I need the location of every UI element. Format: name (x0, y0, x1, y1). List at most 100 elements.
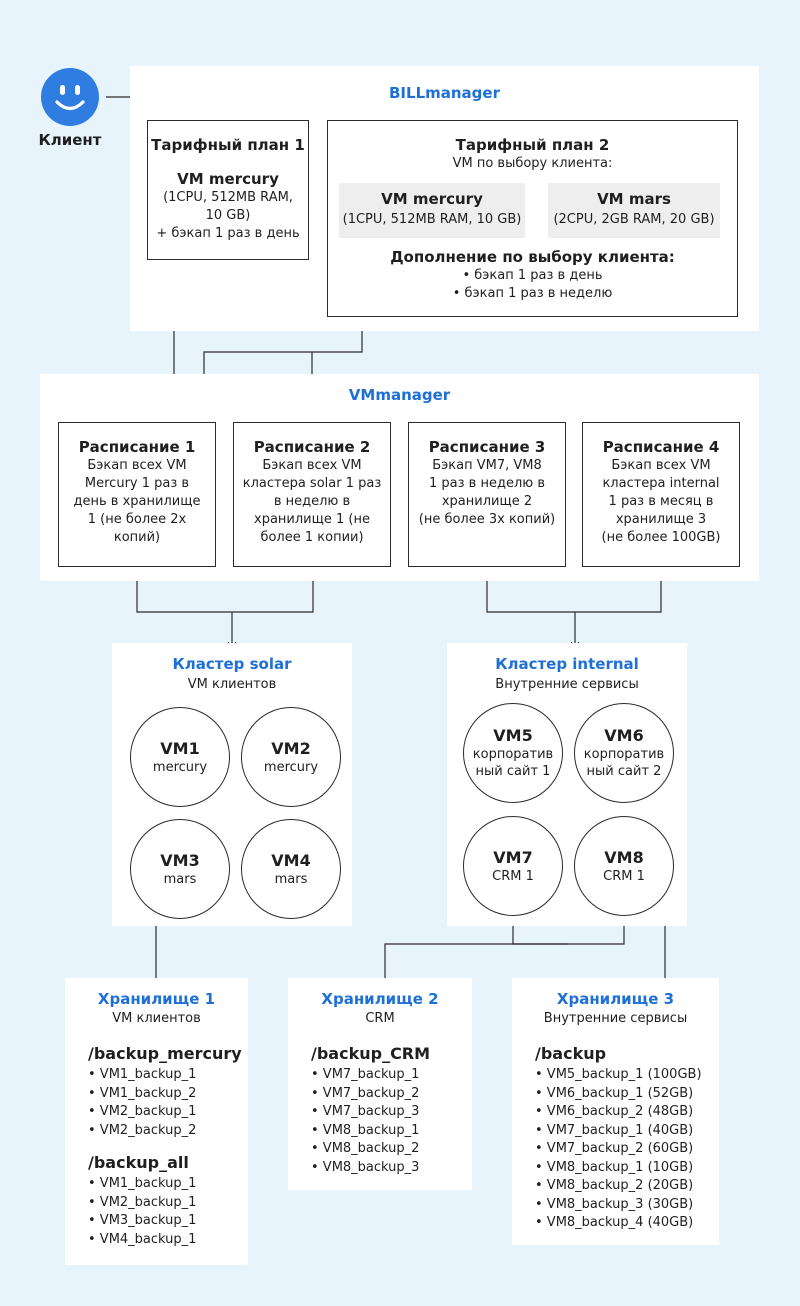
schedule-line: 1 раз в месяц в (608, 494, 714, 509)
storage-2-subtitle: CRM (365, 1011, 395, 1026)
schedule-1[interactable]: Расписание 1 Бэкап всех VM Mercury 1 раз… (58, 422, 216, 567)
backup-path: /backup_all (88, 1153, 189, 1172)
vm-desc: CRM 1 (603, 868, 645, 884)
vm-name: VM1 (160, 738, 200, 758)
backup-item: • VM1_backup_1 (88, 1176, 197, 1191)
plan2-vm1-name: VM mercury (381, 190, 483, 208)
storage-1-panel[interactable] (65, 978, 248, 1265)
schedule-line: (не более 100GB) (601, 530, 721, 545)
vm-desc: корпоратив (583, 747, 665, 762)
plan1-vm-name: VM mercury (177, 170, 279, 188)
vm-name: VM5 (493, 726, 533, 745)
storage-2-list: /backup_CRM • VM7_backup_1 • VM7_backup_… (311, 1043, 471, 1177)
plan2-addon: Дополнение по выбору клиента: • бэкап 1 … (327, 247, 738, 303)
client-icon[interactable] (40, 67, 100, 127)
plan2-vm-mercury-chip[interactable]: VM mercury (1CPU, 512MB RAM, 10 GB) (339, 183, 525, 238)
vm-name: VM8 (604, 847, 644, 867)
backup-item: • VM8_backup_3 (30GB) (535, 1196, 694, 1212)
backup-item: • VM6_backup_2 (48GB) (535, 1104, 694, 1119)
plan2-title: Тарифный план 2 (455, 136, 610, 154)
schedule-line: Бэкап всех VM (611, 458, 711, 473)
schedule-line: Бэкап всех VM (262, 458, 362, 473)
schedule-line: хранилище 3 (615, 512, 707, 527)
plan2-vm1-spec: (1CPU, 512MB RAM, 10 GB) (342, 212, 522, 227)
schedule-line: Бэкап VM7, VM8 (432, 458, 542, 473)
cluster-internal-subtitle: Внутренние сервисы (495, 677, 639, 692)
vm-desc: ный сайт 1 (475, 764, 551, 779)
backup-path: /backup (535, 1044, 607, 1063)
plan2-addon-title: Дополнение по выбору клиента: (390, 248, 675, 266)
storage-3-panel[interactable] (512, 978, 719, 1245)
plan2-addon-item: • бэкап 1 раз в неделю (452, 286, 613, 301)
backup-item: • VM6_backup_1 (52GB) (535, 1085, 694, 1101)
schedule-title: Расписание 4 (602, 438, 720, 456)
schedule-3[interactable]: Расписание 3 Бэкап VM7, VM8 1 раз в неде… (408, 422, 566, 567)
backup-item: • VM8_backup_1 (311, 1122, 420, 1138)
backup-path: /backup_CRM (311, 1044, 431, 1063)
vm6-node[interactable]: VM6 корпоратив ный сайт 2 (574, 703, 674, 803)
vm-name: VM3 (160, 850, 200, 870)
vm1-node[interactable]: VM1 mercury (130, 707, 230, 807)
storage-1-list: /backup_mercury • VM1_backup_1 • VM1_bac… (88, 1043, 248, 1249)
schedule-line: кластера solar 1 раз (242, 476, 382, 491)
storage-3-subtitle: Внутренние сервисы (543, 1011, 688, 1026)
to-storage2-arrow (385, 943, 568, 982)
vm7-node[interactable]: VM7 CRM 1 (463, 816, 563, 916)
cluster-solar-title: Кластер solar (172, 655, 292, 673)
vm4-node[interactable]: VM4 mars (241, 819, 341, 919)
schedule-title: Расписание 1 (78, 438, 196, 456)
backup-item: • VM2_backup_2 (88, 1122, 197, 1138)
backup-item: • VM7_backup_1 (40GB) (535, 1122, 694, 1138)
backup-item: • VM5_backup_1 (100GB) (535, 1067, 702, 1082)
backup-item: • VM8_backup_3 (311, 1159, 420, 1175)
plan1-spec-line2: 10 GB) (205, 208, 251, 223)
vm5-node[interactable]: VM5 корпоратив ный сайт 1 (463, 703, 563, 803)
vm-name: VM4 (271, 850, 311, 870)
plan2-vm-mars-chip[interactable]: VM mars (2CPU, 2GB RAM, 20 GB) (548, 183, 720, 238)
vm2-node[interactable]: VM2 mercury (241, 707, 341, 807)
schedule-line: (не более 3х копий) (418, 512, 556, 527)
storage-3-title: Хранилище 3 (556, 990, 675, 1008)
vm-name: VM6 (604, 726, 644, 745)
vm-desc: mercury (263, 759, 319, 775)
schedule-line: день в хранилище (73, 494, 201, 509)
schedule-line: в неделю в (273, 494, 351, 509)
schedule-line: 1 раз в неделю в (429, 476, 545, 491)
backup-item: • VM1_backup_2 (88, 1085, 197, 1101)
vm-desc: mercury (152, 759, 208, 775)
schedule-title: Расписание 3 (428, 438, 546, 456)
plan1-title: Тарифный план 1 (151, 136, 305, 154)
billmanager-title: BILLmanager (389, 84, 500, 102)
backup-item: • VM3_backup_1 (88, 1213, 197, 1228)
cluster-solar-subtitle: VM клиентов (187, 677, 277, 692)
cluster-internal-title: Кластер internal (495, 655, 639, 673)
backup-item: • VM8_backup_4 (40GB) (535, 1215, 694, 1230)
storage-2-panel[interactable] (288, 978, 472, 1190)
vmmanager-title: VMmanager (348, 386, 451, 404)
tariff-plan-1[interactable]: Тарифный план 1 VM mercury (1CPU, 512MB … (147, 120, 309, 260)
backup-item: • VM8_backup_2 (20GB) (535, 1178, 694, 1193)
schedule-4[interactable]: Расписание 4 Бэкап всех VM кластера inte… (582, 422, 740, 567)
plan2-vm2-name: VM mars (597, 190, 671, 208)
vm-desc: корпоратив (472, 747, 554, 762)
vm3-node[interactable]: VM3 mars (130, 819, 230, 919)
vm8-node[interactable]: VM8 CRM 1 (574, 816, 674, 916)
backup-path: /backup_mercury (88, 1044, 242, 1063)
backup-item: • VM2_backup_1 (88, 1194, 197, 1210)
storage-2-title: Хранилище 2 (321, 990, 439, 1008)
storage-1-title: Хранилище 1 (97, 990, 216, 1008)
vm-desc: ный сайт 2 (586, 764, 662, 779)
smiley-face-icon (41, 68, 99, 126)
schedule-2[interactable]: Расписание 2 Бэкап всех VM кластера sola… (233, 422, 391, 567)
plan2-subtitle: VM по выбору клиента: (452, 156, 613, 171)
schedules-solar-bracket (136, 567, 314, 613)
schedule-line: Mercury 1 раз в (84, 476, 190, 491)
backup-item: • VM8_backup_1 (10GB) (535, 1159, 694, 1175)
backup-item: • VM7_backup_2 (311, 1085, 420, 1101)
vm-desc: mars (163, 871, 197, 887)
plan1-spec-line1: (1CPU, 512MB RAM, (163, 190, 293, 205)
vm-desc: mars (274, 871, 308, 887)
storage-3-list: /backup • VM5_backup_1 (100GB) • VM6_bac… (535, 1043, 717, 1233)
backup-item: • VM7_backup_3 (311, 1104, 420, 1119)
storage-1-subtitle: VM клиентов (112, 1011, 201, 1026)
